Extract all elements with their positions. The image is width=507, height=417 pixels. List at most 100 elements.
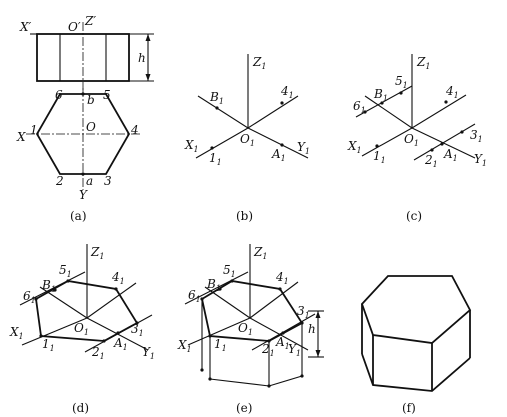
label-h: h [138,51,146,65]
axis-extension [197,95,249,129]
label-y1: Y1 [142,345,155,361]
label-z1: Z1 [416,55,430,71]
label-o1: O1 [404,132,419,148]
construction-line-b [19,271,86,306]
caption-f: (f) [402,401,416,415]
label-Y: Y [79,188,88,202]
point-1-1 [208,334,212,338]
axis-x1 [21,317,88,346]
label-z1: Z1 [90,245,104,261]
label-4-1: 41 [280,84,294,100]
label-o1: O1 [238,321,253,337]
label-y1: Y1 [288,342,301,358]
label-z1: Z1 [252,55,266,71]
label-b: b [87,93,95,107]
label-3-1: 31 [470,128,483,144]
label-2-1: 21 [91,345,105,361]
point-A1 [280,143,284,147]
point-a [81,172,85,176]
prism-bottom-outline [361,353,471,392]
point-6-1 [363,110,367,114]
bottom-point [300,374,304,378]
point-4-1 [444,100,448,104]
bottom-point [200,368,204,372]
label-6-1: 61 [188,288,201,304]
label-x1: X1 [347,139,362,155]
label-a1: A1 [443,147,458,163]
panel-a: h X′ O′ Z′ 6 b 5 1 O 4 X 2 a 3 Y [16,14,154,202]
caption-a: (a) [70,209,87,223]
point-2-1 [267,339,271,343]
point-A1 [116,331,120,335]
axis-extension [411,94,467,129]
point-3-1 [300,321,304,325]
label-a: a [86,174,93,188]
axis-extension [247,95,299,129]
label-4-1: 41 [445,84,459,100]
label-3: 3 [104,174,112,188]
point-B1 [53,288,57,292]
axis-x1 [195,127,249,159]
axis-extension [86,282,137,319]
label-1: 1 [30,123,38,137]
label-5-1: 51 [223,263,236,279]
axis-x1 [361,127,413,157]
label-3-1: 31 [297,304,310,320]
label-5-1: 51 [59,263,72,279]
label-5: 5 [103,88,111,102]
label-3-1: 31 [131,322,144,338]
label-1-1: 11 [214,337,227,353]
construction-line-b [184,271,249,305]
label-x-prime: X′ [19,20,32,34]
label-6-1: 61 [353,99,366,115]
label-y1: Y1 [474,152,487,168]
point-A1 [281,331,285,335]
point-4-1 [114,287,118,291]
point-A1 [440,142,444,146]
label-a1: A1 [113,336,128,352]
point-b [81,92,85,96]
axis-y1 [247,127,309,159]
axis-extension [364,95,413,129]
label-x1: X1 [184,138,199,154]
label-o1: O1 [74,321,89,337]
label-1-1: 11 [42,337,55,353]
dim-arrow [145,74,151,81]
panel-f [360,275,472,392]
point-3-1 [460,130,464,134]
point-5-1 [399,91,403,95]
label-h: h [308,322,316,336]
panel-d: Z1 51 41 B1 61 O1 31 X1 11 A1 21 Y1 [9,244,155,361]
panel-b: Z1 B1 41 O1 X1 11 A1 Y1 [184,54,310,167]
label-X: X [16,130,26,144]
point-B1 [380,101,384,105]
prism-top-face [360,275,472,344]
label-a1: A1 [275,335,290,351]
label-O: O [86,120,96,134]
axis-extension [249,281,299,319]
point-4-1 [280,101,284,105]
label-x1: X1 [177,338,192,354]
label-2-1: 21 [261,342,275,358]
label-z-prime: Z′ [84,14,96,28]
dim-arrow [315,350,321,357]
dim-arrow [315,311,321,318]
panel-e: h Z1 51 41 B1 61 31 O1 X1 11 21 A1 Y1 [177,244,324,388]
label-4-1: 41 [275,270,289,286]
label-b1: B1 [373,87,388,103]
label-2-1: 21 [424,153,438,169]
label-1-1: 11 [209,151,222,167]
label-1-1: 11 [373,149,386,165]
point-3-1 [135,321,139,325]
label-2: 2 [55,174,64,188]
label-a1: A1 [271,147,286,163]
label-6: 6 [55,88,63,102]
label-o1: O1 [240,132,255,148]
caption-e: (e) [236,401,252,415]
point-2-1 [430,148,434,152]
label-y1: Y1 [297,140,310,156]
label-z1: Z1 [253,245,267,261]
bottom-point [267,384,271,388]
label-6-1: 61 [23,289,36,305]
